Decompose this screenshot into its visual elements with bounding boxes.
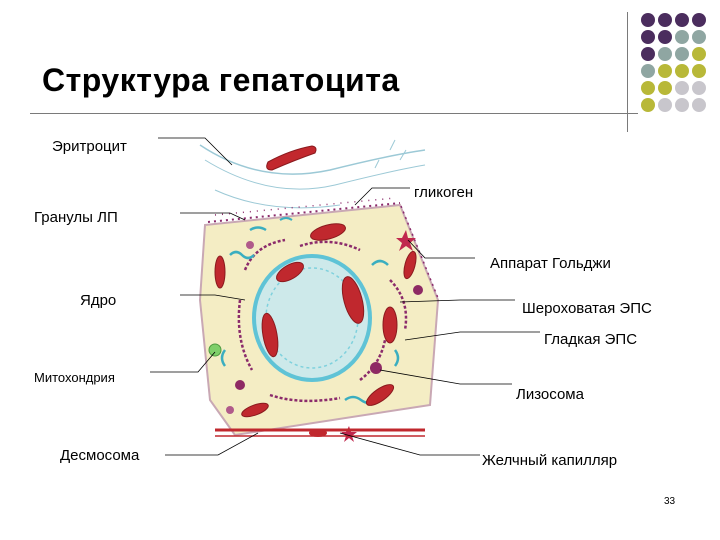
label-golgi: Аппарат Гольджи [490, 255, 611, 272]
decorative-dot-grid [641, 13, 706, 112]
label-desmosome: Десмосома [60, 447, 140, 464]
decorative-dot [658, 47, 672, 61]
decorative-dot [658, 30, 672, 44]
decorative-dot [675, 98, 689, 112]
decorative-dot [675, 64, 689, 78]
mitochondrion-shape [310, 223, 346, 241]
decorative-dot [675, 47, 689, 61]
vertical-divider [627, 12, 628, 132]
decorative-dot [692, 13, 706, 27]
horizontal-divider [30, 113, 638, 114]
nucleus-shape [252, 254, 372, 382]
label-lipoprotein-granules: Гранулы ЛП [34, 209, 118, 226]
label-bile-canaliculus: Желчный капилляр [482, 452, 618, 469]
decorative-dot [675, 13, 689, 27]
decorative-dot [641, 98, 655, 112]
decorative-dot [641, 13, 655, 27]
decorative-dot [641, 64, 655, 78]
decorative-dot [692, 64, 706, 78]
label-mitochondrion: Митохондрия [34, 370, 115, 385]
page-title: Структура гепатоцита [42, 62, 400, 98]
page-number: 33 [664, 496, 676, 507]
decorative-dot [692, 47, 706, 61]
label-smooth-er: Гладкая ЭПС [544, 331, 638, 348]
label-nucleus: Ядро [80, 292, 117, 309]
decorative-dot [675, 81, 689, 95]
label-rough-er: Шероховатая ЭПС [522, 300, 652, 317]
decorative-dot [692, 81, 706, 95]
decorative-dot [641, 47, 655, 61]
label-glycogen: гликоген [414, 184, 474, 201]
decorative-dot [658, 13, 672, 27]
label-lysosome: Лизосома [516, 386, 584, 403]
decorative-dot [658, 98, 672, 112]
decorative-dot [692, 30, 706, 44]
decorative-dot [658, 64, 672, 78]
decorative-dot [658, 81, 672, 95]
decorative-dot [641, 30, 655, 44]
erythrocyte-shape [266, 145, 317, 171]
label-erythrocyte: Эритроцит [52, 138, 127, 155]
decorative-dot [675, 30, 689, 44]
decorative-dot [641, 81, 655, 95]
decorative-dot [692, 98, 706, 112]
